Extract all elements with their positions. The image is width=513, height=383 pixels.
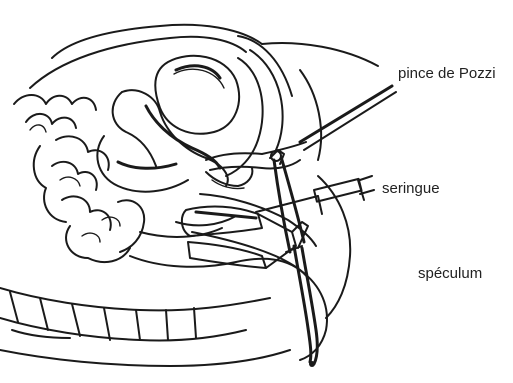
bladder [155,56,239,134]
pubic-region [226,50,321,176]
syringe-instrument [256,176,374,214]
label-speculum: spéculum [418,265,482,282]
label-syringe: seringue [382,180,440,197]
label-forceps: pince de Pozzi [398,65,496,82]
uterus [97,90,227,191]
cervix [206,168,252,189]
abdominal-wall [30,25,378,96]
sacrum [0,288,290,366]
pozzi-forceps-instrument [206,86,396,252]
speculum-instrument [182,207,317,367]
intestines [14,95,144,262]
